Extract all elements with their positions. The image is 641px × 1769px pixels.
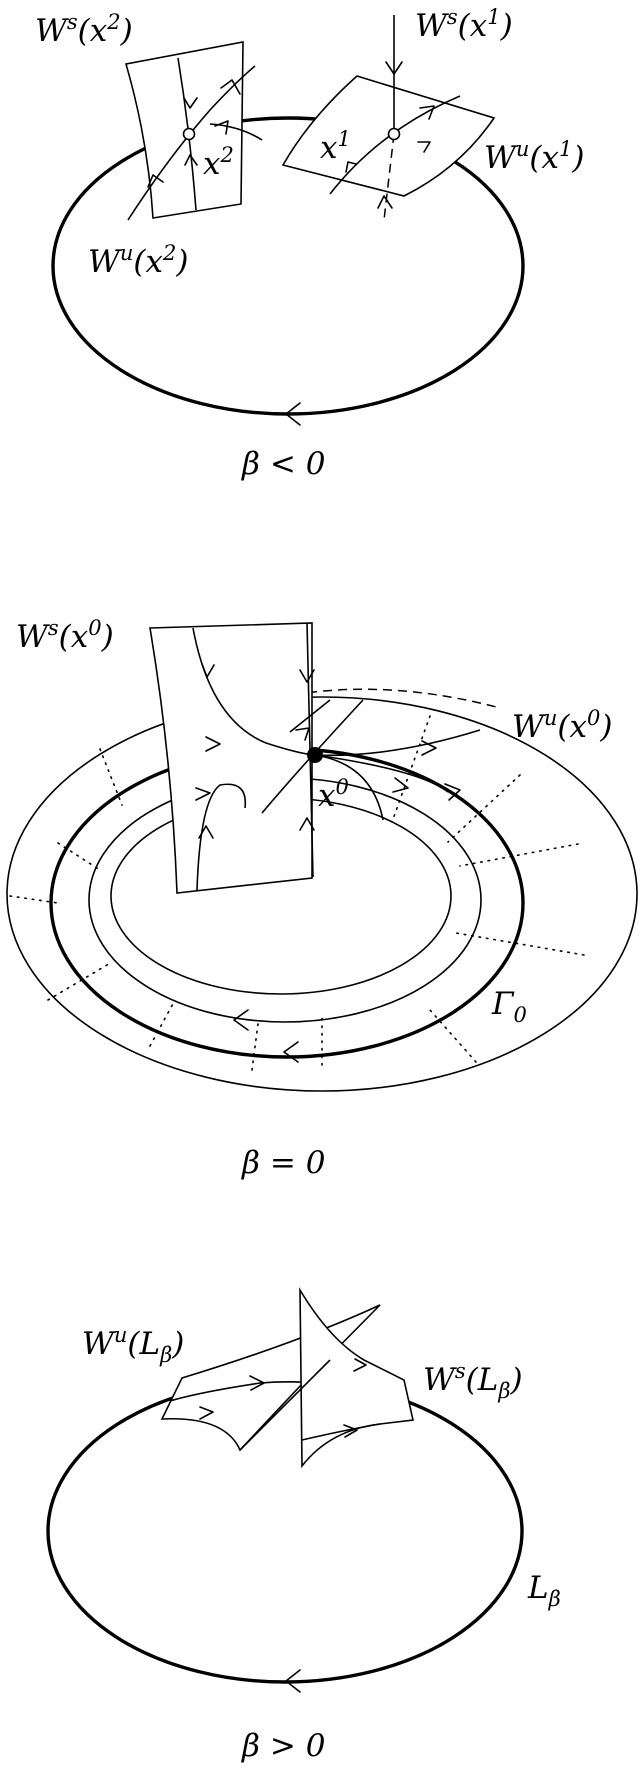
unstable-curve-x0-d [314, 754, 384, 821]
stable-arrow-l-b [353, 1358, 367, 1372]
label-x2: x2 [203, 143, 234, 182]
diag-line-l [239, 1359, 331, 1451]
unstable-curve-x0-c [314, 754, 449, 793]
caption-beta-positive: β> 0 [241, 1728, 325, 1764]
unstable-arrow-l-c [199, 1406, 214, 1420]
equilibrium-x0 [307, 747, 323, 763]
label-l-beta: Lβ [527, 1570, 561, 1611]
unstable-arrow-x2-a [147, 174, 164, 188]
branch-x2 [209, 123, 263, 141]
stable-arrow-x0-c [299, 817, 315, 831]
label-x0: x0 [318, 775, 349, 814]
unstable-curve-x0-a [261, 699, 364, 814]
stable-arrow-l-a [343, 1424, 358, 1438]
unstable-arrow-x1-c [345, 161, 357, 173]
panel-beta-negative: Ws(x2) Ws(x1) Wu(x1) Wu(x2) x2 x1 β< 0 [35, 5, 584, 482]
panel-beta-positive: Wu(Lβ) Ws(Lβ) Lβ β> 0 [46, 1287, 561, 1764]
limit-cycle-l-beta [46, 1378, 524, 1684]
stable-arrow-x0-d [198, 825, 214, 839]
unstable-arrow-x2-b [220, 79, 241, 95]
label-wu-l: Wu(Lβ) [82, 1323, 184, 1367]
inner-hook [196, 783, 247, 891]
orbit-arrow-l [285, 1669, 301, 1693]
label-ws-x1: Ws(x1) [415, 5, 513, 44]
inner-orbit-arrow [233, 1009, 249, 1031]
unstable-arrow-x1-b [417, 141, 431, 153]
stable-manifold-sheet-x0 [149, 622, 313, 894]
unstable-arrow-c [392, 777, 409, 793]
radial-dotted-lines [9, 715, 585, 1071]
periodic-orbit [51, 116, 525, 416]
unstable-line-x2 [127, 65, 256, 221]
orbit-arrow-gamma [283, 1041, 299, 1063]
stable-arrow-x2-c [184, 154, 198, 166]
unstable-arrow-l-a [249, 1375, 265, 1391]
stable-arrow-x0-a [201, 663, 215, 678]
label-ws-x2: Ws(x2) [35, 10, 133, 49]
panel-beta-zero: Ws(x0) Wu(x0) x0 Γ0 β= 0 [6, 616, 638, 1181]
label-ws-x0: Ws(x0) [16, 616, 114, 655]
stable-manifold-sheet-l [299, 1287, 414, 1469]
label-ws-l: Ws(Lβ) [423, 1359, 523, 1403]
flow-arrow-f [195, 787, 211, 801]
caption-beta-negative: β< 0 [241, 446, 325, 482]
stable-arrow-x0-b [299, 669, 315, 683]
unstable-arrow-d [295, 727, 310, 741]
label-wu-x2: Wu(x2) [88, 241, 188, 280]
hidden-arc-dashed [164, 688, 501, 736]
unstable-curve-x0-b [314, 729, 481, 757]
unstable-curve-x0-e [289, 699, 331, 733]
label-gamma0: Γ0 [491, 986, 527, 1027]
label-wu-x0: Wu(x0) [512, 706, 612, 745]
unstable-arrow-b [444, 783, 461, 801]
orbit-arrow [285, 402, 301, 426]
unstable-arrow-x1-a [419, 105, 435, 120]
flow-arrow-e [205, 736, 221, 752]
stable-arrow-x1-b [377, 195, 393, 209]
saddle-point-x2 [182, 127, 196, 141]
stable-arrow-x2-b [183, 97, 198, 109]
unstable-arrow-a [421, 740, 437, 756]
saddle-point-x1 [387, 127, 401, 141]
label-wu-x1: Wu(x1) [484, 137, 584, 176]
outer-annulus-boundary [6, 696, 638, 1092]
stable-arrow-x1-a [385, 61, 403, 75]
stable-line-l-a [301, 1423, 381, 1441]
caption-beta-zero: β= 0 [241, 1145, 325, 1181]
label-x1: x1 [320, 127, 351, 166]
unstable-line-x1 [329, 95, 461, 195]
